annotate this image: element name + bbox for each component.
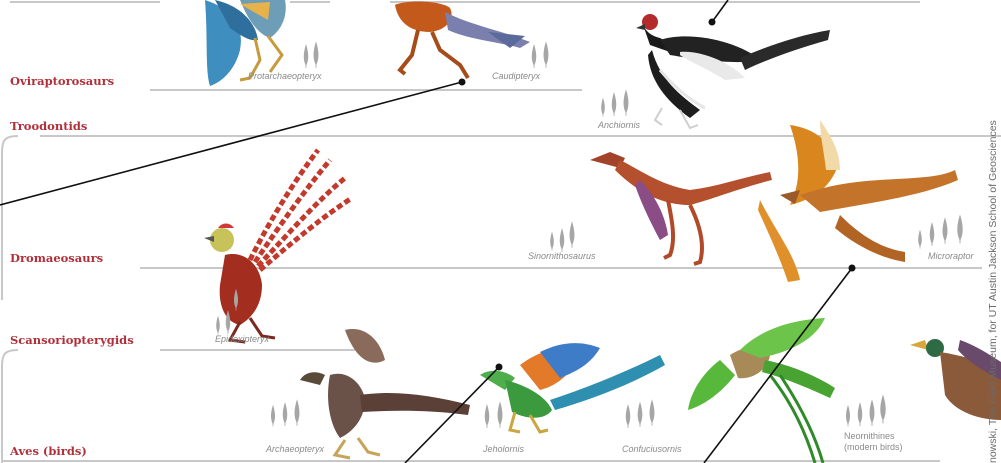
sinornithosaurus-illustration [590,152,772,264]
group-label-dromaeosaurs: Dromaeosaurs [10,251,103,265]
taxon-label-archaeopteryx: Archaeopteryx [266,444,324,454]
pointer-line-microraptor [704,268,852,463]
taxon-label-protarchaeopteryx: Protarchaeopteryx [248,71,322,81]
group-label-aves: Aves (birds) [10,444,87,458]
anchiornis-illustration [636,14,830,128]
pointer-line-caudipteryx [0,82,462,205]
neornithines-name: Neornithines [844,431,903,442]
credit-partial: nowski, The [987,407,999,463]
taxon-label-jeholornis: Jeholornis [483,444,524,454]
image-credit: nowski, The Field Museum, for UT Austin … [987,120,999,463]
taxon-label-sinornithosaurus: Sinornithosaurus [528,251,596,261]
jeholornis-illustration [480,343,665,432]
confuciusornis-illustration [688,318,835,463]
taxon-label-anchiornis: Anchiornis [598,120,640,130]
neornithines-note: (modern birds) [844,442,903,453]
taxon-label-epidexipteryx: Epidexipteryx [215,334,269,344]
taxon-label-caudipteryx: Caudipteryx [492,71,540,81]
caudipteryx-illustration [395,0,530,78]
taxon-label-confuciusornis: Confuciusornis [622,444,682,454]
epidexipteryx-illustration [204,150,352,342]
taxon-label-microraptor: Microraptor [928,251,974,261]
taxon-label-neornithines: Neornithines (modern birds) [844,431,903,453]
credit-text: Field Museum, for UT Austin Jackson Scho… [987,120,999,404]
group-label-oviraptorosaurs: Oviraptorosaurs [10,74,114,88]
clade-line-troodontids [2,136,1001,300]
group-label-scansoriopterygids: Scansoriopterygids [10,333,134,347]
pointer-line-anchiornis [712,0,728,22]
archaeopteryx-illustration [300,329,470,458]
group-label-troodontids: Troodontids [10,119,87,133]
